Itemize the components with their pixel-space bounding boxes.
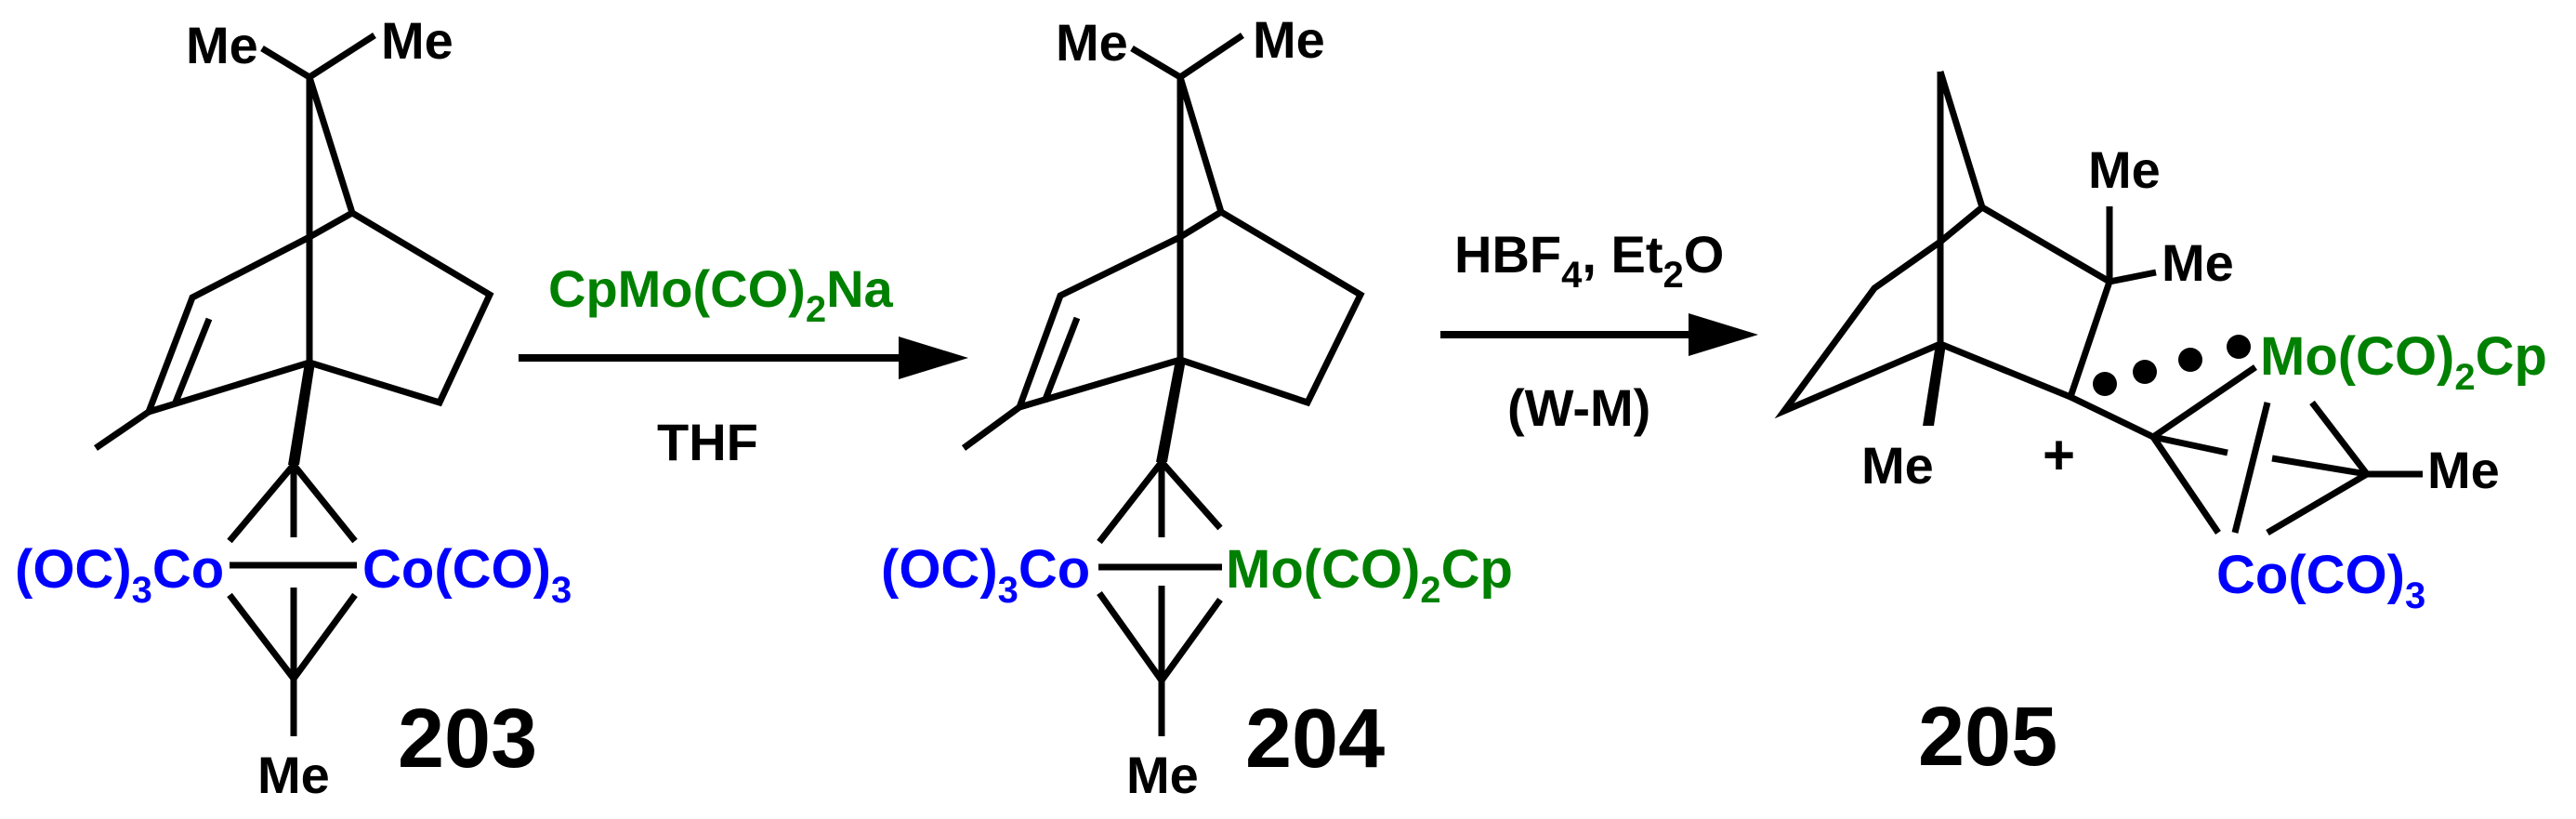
wedge-bond [1923, 344, 1946, 426]
co-bond [291, 592, 358, 681]
bridge-bond-right [1176, 75, 1226, 240]
compound-number: 204 [1245, 693, 1385, 786]
ring-right-bonds [1178, 208, 1365, 407]
interaction-dot [2133, 360, 2157, 384]
co-bond [1097, 459, 1164, 545]
co-bond [227, 592, 296, 681]
cobalt-carbonyl-right-label: Co(CO)3 [362, 539, 572, 611]
me-label: Me [2162, 233, 2234, 292]
alkyne-bond [2152, 433, 2228, 456]
me-label: Me [1126, 746, 1199, 804]
gem-dimethyl-bonds [260, 33, 376, 82]
compound-204: Me Me Me (OC)3Co Mo(CO)2Cp 204 [881, 10, 1513, 804]
me-label: Me [2088, 140, 2161, 199]
co-bond [227, 462, 296, 544]
compound-number: 203 [398, 693, 537, 786]
alkene-methyl-bond [961, 404, 1022, 451]
me-label: Me [381, 11, 453, 70]
me-label: Me [186, 16, 258, 74]
molybdenum-carbonyl-label: Mo(CO)2Cp [2260, 326, 2547, 398]
reaction-arrow-1: CpMo(CO)2Na THF [519, 259, 968, 471]
me-label: Me [1056, 13, 1128, 72]
cobalt-carbonyl-left-label: (OC)3Co [15, 539, 224, 611]
reaction-arrow-2: HBF4, Et2O (W-M) [1440, 225, 1758, 437]
wedge-bond [288, 363, 315, 465]
reagent-label: CpMo(CO)2Na [548, 259, 894, 330]
double-bond-inner [171, 317, 213, 406]
compound-203: Me Me Me (OC)3Co Co(CO)3 203 [15, 11, 572, 804]
me-label: Me [2427, 441, 2500, 499]
ring-right-bonds [1939, 204, 2114, 402]
cobalt-carbonyl-label: Co(CO)3 [2216, 545, 2425, 616]
co-bond [1097, 590, 1164, 683]
alkene-methyl-bond [94, 409, 151, 451]
compound-number: 205 [1918, 691, 2057, 784]
cobalt-carbonyl-label: (OC)3Co [881, 539, 1090, 611]
arrow-head [1689, 313, 1758, 356]
interaction-dot [2178, 348, 2202, 372]
co-bond [291, 462, 358, 544]
interaction-dot [2093, 372, 2117, 396]
co-bond [2266, 470, 2369, 536]
alkyne-bond [2271, 455, 2368, 478]
co-bond [2150, 435, 2221, 535]
mo-bond [2151, 364, 2257, 440]
mo-bond [1159, 459, 1223, 531]
wedge-bond [1156, 360, 1186, 462]
ring-left-bonds [1014, 233, 1182, 413]
interaction-dot [2227, 335, 2251, 359]
methyl-bond-gem [2109, 269, 2157, 285]
gem-dimethyl-bonds [1130, 33, 1244, 82]
molybdenum-carbonyl-label: Mo(CO)2Cp [1226, 539, 1513, 611]
mo-co-bond [2231, 402, 2271, 534]
reagent-label: HBF4, Et2O [1454, 225, 1724, 296]
cation-carbon-bond [2069, 393, 2155, 441]
cation-charge: + [2043, 424, 2075, 486]
condition-label: (W-M) [1507, 378, 1650, 437]
bridge-bond-right [306, 75, 357, 241]
mo-bond [1159, 597, 1223, 683]
me-label: Me [1861, 436, 1934, 495]
ring-left-bonds [1774, 239, 1943, 419]
ring-left-bonds [143, 233, 311, 417]
arrow-head [899, 337, 968, 379]
ring-right-bonds [308, 209, 494, 407]
solvent-label: THF [657, 413, 758, 471]
mo-bond [2309, 400, 2370, 477]
me-label: Me [257, 746, 330, 804]
compound-205: Me Me Me Me + Mo(CO)2Cp Co(CO)3 205 [1774, 70, 2547, 784]
double-bond-inner [1041, 316, 1081, 403]
me-label: Me [1253, 10, 1325, 69]
bridge-bond-right [1937, 70, 1987, 244]
